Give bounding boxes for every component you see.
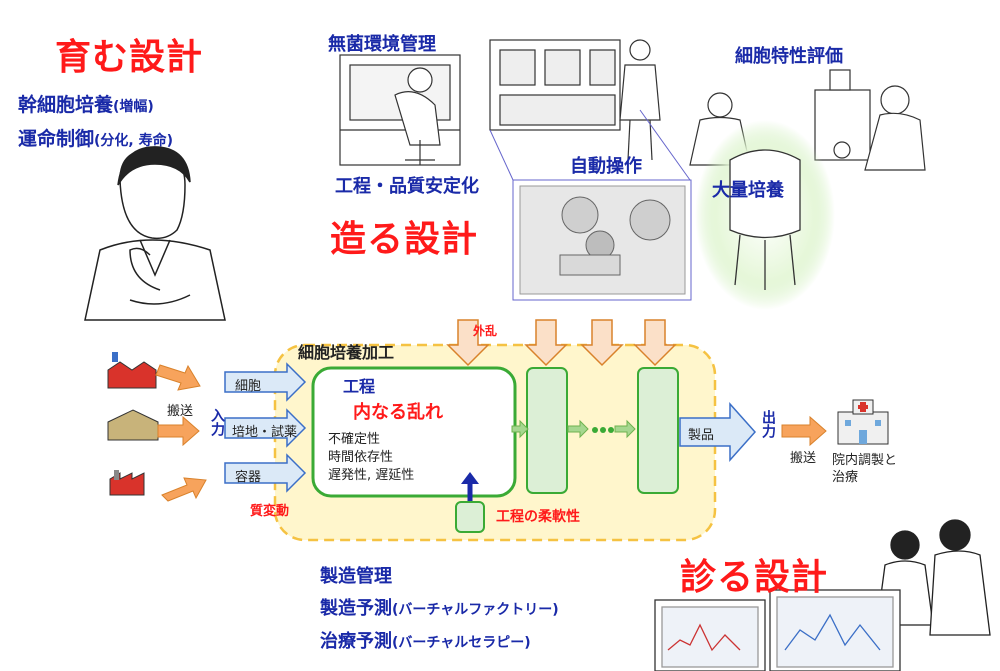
management-sub: (バーチャルセラピー) [392, 635, 531, 651]
flexibility-double-arrow [455, 472, 485, 533]
grow-item-main: 運命制御 [18, 128, 95, 150]
input-transport-label: 搬送 [167, 404, 194, 419]
warehouse-icon [107, 409, 159, 441]
input-containers: 容器 [235, 470, 262, 485]
auto-operation-label: 自動操作 [570, 156, 642, 177]
input-cells: 細胞 [235, 379, 262, 394]
factor-time-dependence: 時間依存性 [328, 450, 394, 465]
stem-cell-culture-label: 幹細胞培養(増幅) [18, 90, 154, 117]
management-main: 製造管理 [320, 566, 392, 587]
mass-culture-label: 大量培養 [712, 180, 784, 201]
automated-robot-illustration [489, 109, 692, 301]
factory-red-icon [107, 352, 157, 389]
fate-control-label: 運命制御(分化, 寿命) [18, 124, 173, 151]
output-transport-label: 搬送 [790, 451, 817, 466]
product-arrow [679, 402, 757, 462]
output-label: 出力 [760, 410, 776, 438]
output-transport-arrow [781, 415, 827, 447]
grow-item-sub: (分化, 寿命) [94, 133, 174, 149]
grow-design-title: 育む設計 [55, 37, 204, 78]
management-main: 製造予測 [320, 598, 392, 619]
quality-change-label: 質変動 [250, 504, 290, 519]
disturbance-label: 外乱 [473, 324, 498, 338]
factor-uncertainty: 不確定性 [328, 432, 381, 447]
thinking-researcher-illustration [84, 146, 226, 321]
manufacturing-control-label: 製造管理 [320, 562, 392, 588]
process-quality-stabilization-label: 工程・品質安定化 [335, 176, 479, 197]
disturbance-arrows [446, 319, 677, 367]
management-sub: (バーチャルファクトリー) [392, 602, 559, 618]
input-media-reagents: 培地・試薬 [232, 425, 298, 440]
product-label: 製品 [688, 428, 715, 443]
process-step-box-n [637, 367, 679, 494]
step-title: 工程 [343, 377, 376, 396]
doctors-monitoring-illustration [654, 519, 991, 671]
blue-input-arrows [224, 362, 307, 493]
process-flexibility-label: 工程の柔軟性 [496, 509, 580, 525]
grow-item-sub: (増幅) [113, 99, 154, 115]
factor-delay: 遅発性, 遅延性 [328, 468, 415, 483]
process-area-title: 細胞培養加工 [298, 343, 395, 362]
mass-culture-tank-illustration [695, 120, 835, 310]
factory-chimney-icon [109, 470, 145, 496]
hospital-icon [837, 399, 889, 445]
make-design-title: 造る設計 [330, 219, 479, 260]
sterile-env-label: 無菌環境管理 [328, 34, 436, 55]
hospital-label: 院内調製と治療 [832, 453, 898, 485]
sterile-cleanbench-illustration [339, 39, 661, 166]
process-flow-arrows [511, 419, 636, 439]
grow-item-main: 幹細胞培養 [18, 94, 114, 116]
ellipsis-dots [592, 427, 614, 433]
input-label: 入力 [209, 408, 225, 436]
diagnose-design-title: 診る設計 [680, 557, 829, 598]
internal-disorder-label: 内なる乱れ [353, 402, 443, 423]
management-main: 治療予測 [320, 631, 392, 652]
process-step-box-2 [526, 367, 568, 494]
input-transport-arrows [155, 364, 207, 502]
treatment-forecast-label: 治療予測(バーチャルセラピー) [320, 627, 531, 653]
manufacturing-forecast-label: 製造予測(バーチャルファクトリー) [320, 594, 559, 620]
cell-eval-label: 細胞特性評価 [735, 46, 843, 67]
